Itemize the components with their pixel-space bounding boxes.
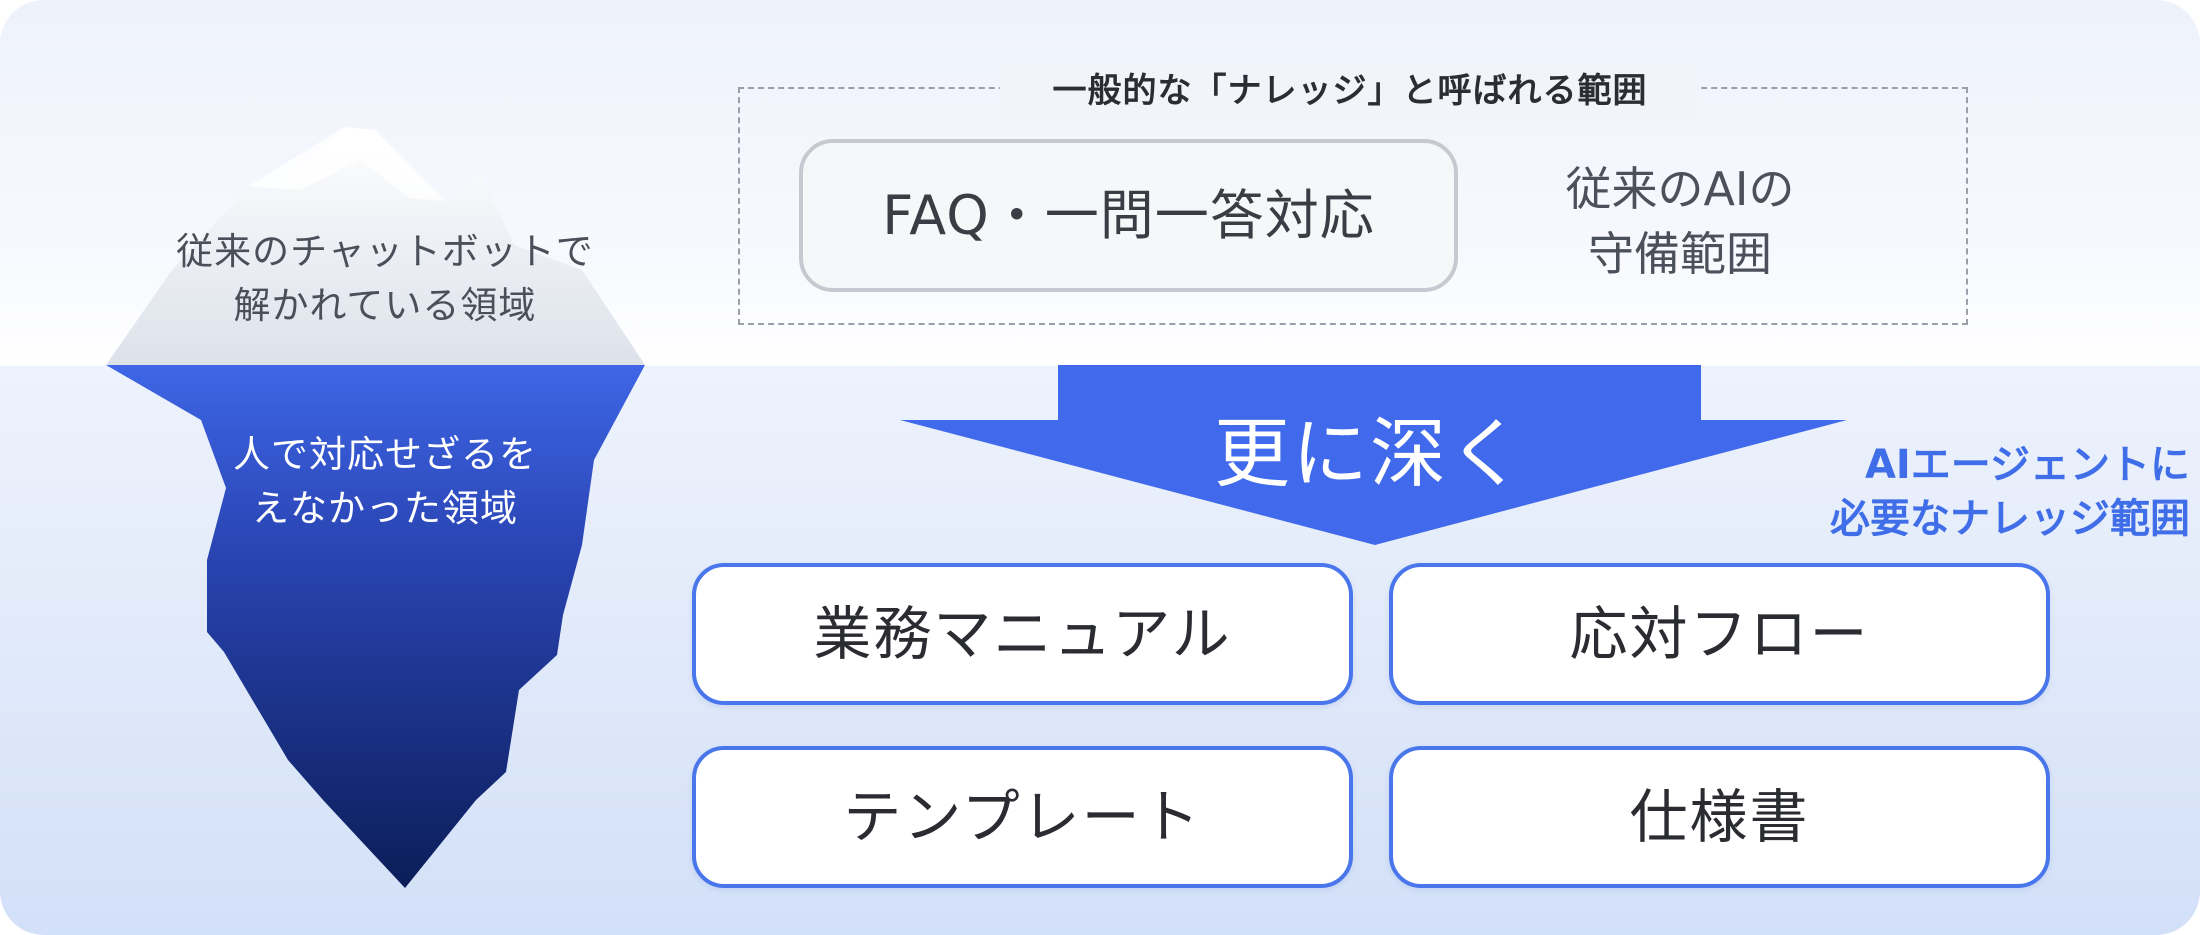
template-box: テンプレート: [692, 746, 1353, 888]
iceberg-tip: [106, 127, 645, 365]
iceberg-tip-highlight: [249, 127, 446, 201]
arrow-shape: [900, 365, 1847, 545]
general-knowledge-title: 一般的な「ナレッジ」と呼ばれる範囲: [1000, 64, 1700, 118]
chatbot-domain-label: 従来のチャットボットで 解かれている領域: [176, 230, 594, 327]
faq-box: FAQ・一問一答対応: [799, 139, 1458, 292]
response-flow-box: 応対フロー: [1389, 563, 2050, 705]
business-manual-box: 業務マニュアル: [692, 563, 1353, 705]
arrow-label: 更に深く: [1214, 409, 1526, 498]
ai-agent-knowledge-label: AIエージェントに 必要なナレッジ範囲: [1830, 442, 2190, 542]
specification-box: 仕様書: [1389, 746, 2050, 888]
traditional-ai-scope-label: 従来のAIの 守備範囲: [1565, 162, 1795, 281]
iceberg-underwater: [106, 365, 645, 888]
human-only-domain-label: 人で対応せざるを えなかった領域: [233, 433, 537, 530]
